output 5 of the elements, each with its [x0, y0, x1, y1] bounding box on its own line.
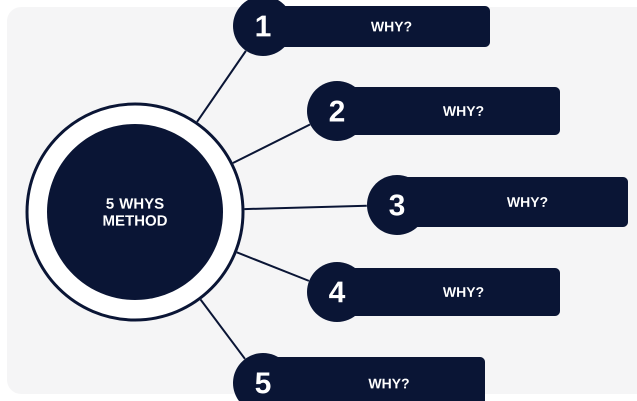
connector-line	[196, 50, 247, 122]
connector-line	[244, 204, 367, 210]
connector-line	[200, 299, 246, 360]
connector-line	[232, 124, 310, 164]
connector-line	[236, 251, 310, 282]
